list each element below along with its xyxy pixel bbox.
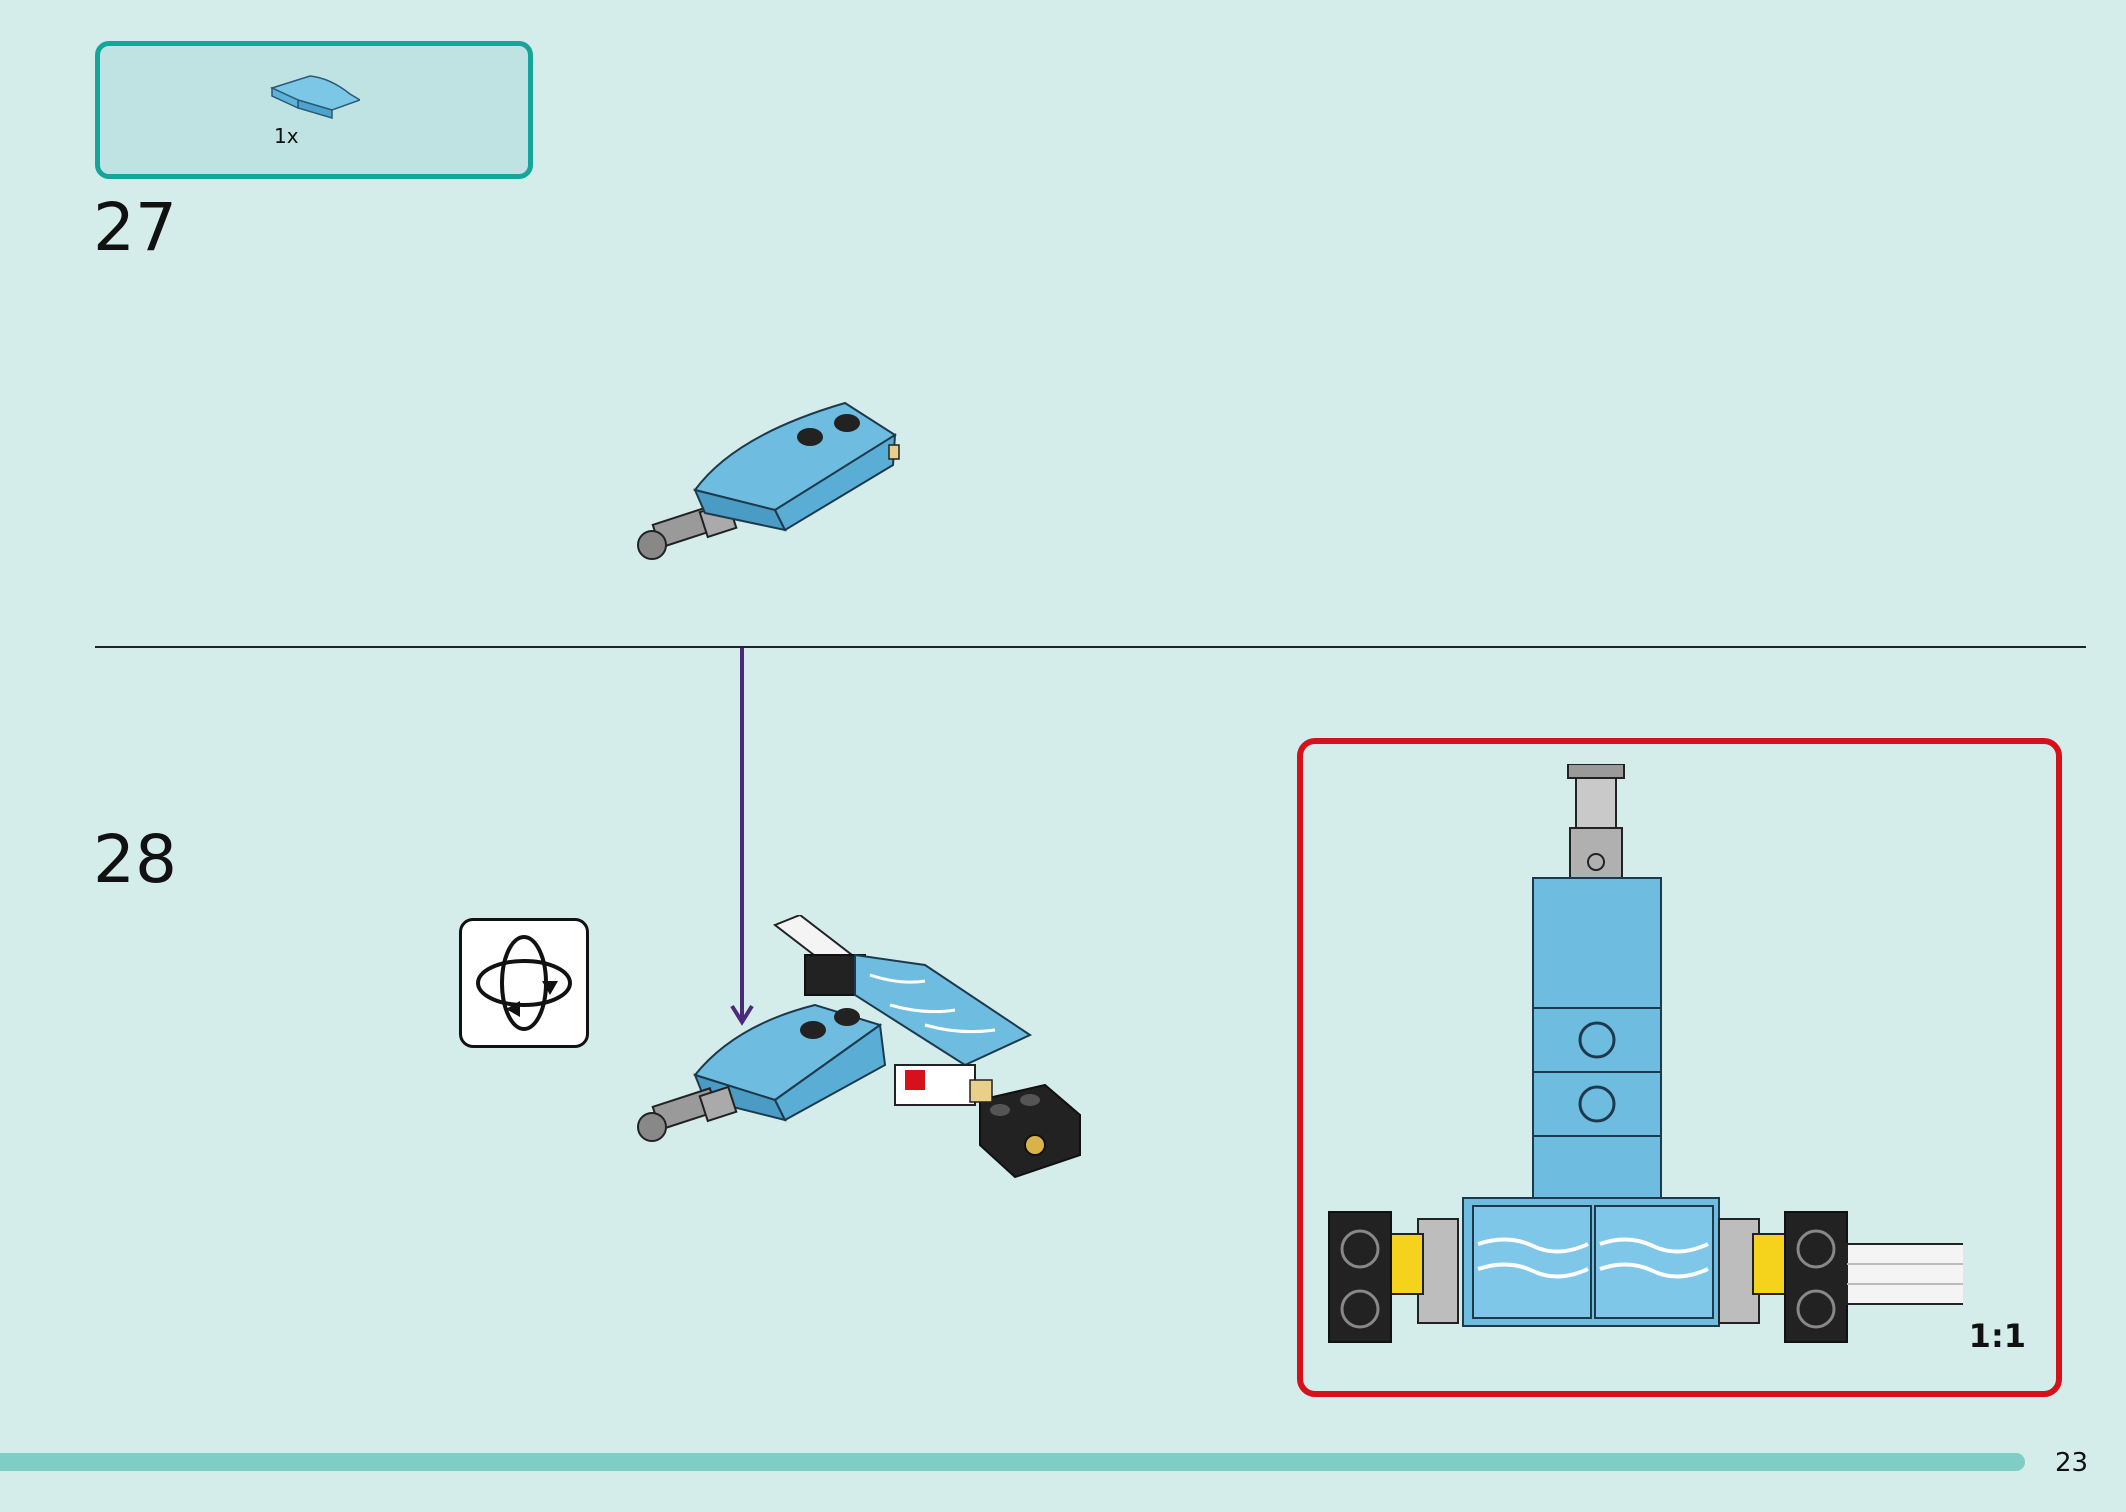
curved-slope-tile-icon bbox=[270, 75, 360, 120]
part-quantity: 1x bbox=[274, 124, 299, 148]
callout-top-view-image bbox=[1328, 764, 1963, 1343]
page-number: 23 bbox=[2055, 1448, 2089, 1478]
rotate-model-icon bbox=[476, 935, 572, 1031]
parts-list-box: 1x bbox=[95, 41, 533, 179]
step-divider bbox=[95, 646, 2086, 648]
page-progress-bar bbox=[0, 1453, 2025, 1471]
rotate-model-box bbox=[459, 918, 589, 1048]
callout-box: 1:1 bbox=[1297, 738, 2062, 1397]
step-number-28: 28 bbox=[93, 821, 177, 898]
step-27-model-image bbox=[637, 401, 900, 560]
step-number-27: 27 bbox=[93, 189, 177, 266]
down-arrow-icon bbox=[730, 648, 754, 1026]
step-28-model-image bbox=[637, 915, 1081, 1179]
scale-label: 1:1 bbox=[1968, 1317, 2026, 1355]
